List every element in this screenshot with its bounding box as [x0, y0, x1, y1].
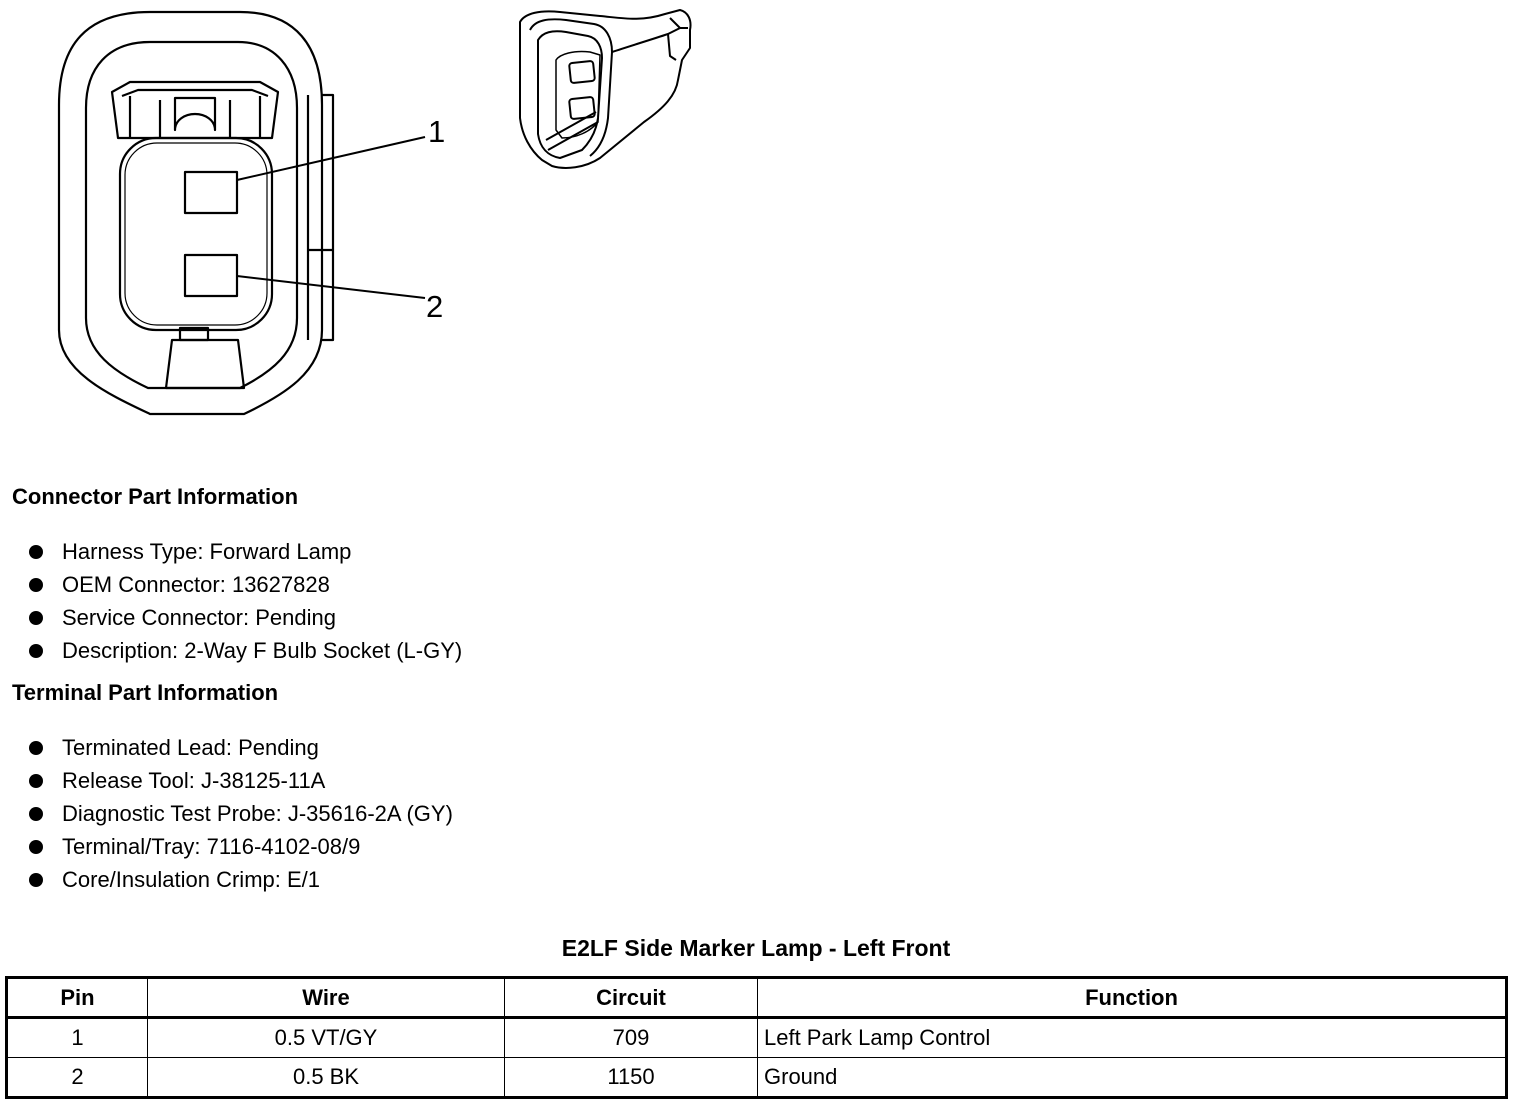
- pin-2-leader-line: [236, 275, 426, 299]
- terminal-part-info-list: Terminated Lead: Pending Release Tool: J…: [0, 731, 453, 896]
- list-item: Terminated Lead: Pending: [0, 731, 453, 764]
- table-header-row: Pin Wire Circuit Function: [6, 977, 1507, 1018]
- pin-callouts: [236, 136, 426, 299]
- pin-1-callout-label: 1: [428, 114, 445, 149]
- terminal-tray-text: Terminal/Tray: 7116-4102-08/9: [62, 834, 361, 859]
- bullet-icon: [29, 840, 43, 854]
- bullet-icon: [29, 774, 43, 788]
- pin-2-terminal: [183, 253, 239, 298]
- terminal-part-info-heading: Terminal Part Information: [12, 680, 279, 705]
- bullet-icon: [29, 545, 43, 559]
- function-cell: Ground: [757, 1057, 1507, 1098]
- list-item: Diagnostic Test Probe: J-35616-2A (GY): [0, 797, 453, 830]
- function-column-header: Function: [757, 977, 1507, 1018]
- connector-part-info-list: Harness Type: Forward Lamp OEM Connector…: [0, 535, 462, 667]
- wire-cell: 0.5 BK: [147, 1057, 505, 1098]
- bullet-icon: [29, 611, 43, 625]
- bullet-icon: [29, 873, 43, 887]
- list-item: OEM Connector: 13627828: [0, 568, 462, 601]
- perspective-pin-2: [568, 96, 596, 120]
- bullet-icon: [29, 807, 43, 821]
- wire-cell: 0.5 VT/GY: [147, 1017, 505, 1058]
- oem-connector-text: OEM Connector: 13627828: [62, 572, 330, 597]
- function-cell: Left Park Lamp Control: [757, 1017, 1507, 1058]
- connector-perspective-view: [519, 9, 692, 169]
- pin-1-leader-line: [236, 136, 426, 181]
- harness-type-text: Harness Type: Forward Lamp: [62, 539, 352, 564]
- wire-column-header: Wire: [147, 977, 505, 1018]
- crimp-text: Core/Insulation Crimp: E/1: [62, 867, 320, 892]
- connector-part-info-heading: Connector Part Information: [12, 484, 299, 509]
- circuit-cell: 709: [504, 1017, 758, 1058]
- list-item: Terminal/Tray: 7116-4102-08/9: [0, 830, 453, 863]
- circuit-column-header: Circuit: [504, 977, 758, 1018]
- pin-cell: 1: [6, 1017, 148, 1058]
- table-row: 2 0.5 BK 1150 Ground: [6, 1057, 1507, 1098]
- test-probe-text: Diagnostic Test Probe: J-35616-2A (GY): [62, 801, 453, 826]
- list-item: Description: 2-Way F Bulb Socket (L-GY): [0, 634, 462, 667]
- list-item: Service Connector: Pending: [0, 601, 462, 634]
- bullet-icon: [29, 578, 43, 592]
- pin-table-title: E2LF Side Marker Lamp - Left Front: [561, 935, 951, 961]
- connector-face-view: [57, 10, 335, 416]
- service-connector-text: Service Connector: Pending: [62, 605, 336, 630]
- pin-table: Pin Wire Circuit Function 1 0.5 VT/GY 70…: [5, 976, 1508, 1099]
- circuit-cell: 1150: [504, 1057, 758, 1098]
- list-item: Core/Insulation Crimp: E/1: [0, 863, 453, 896]
- bullet-icon: [29, 644, 43, 658]
- pin-2-callout-label: 2: [426, 289, 443, 324]
- table-row: 1 0.5 VT/GY 709 Left Park Lamp Control: [6, 1017, 1507, 1058]
- terminated-lead-text: Terminated Lead: Pending: [62, 735, 319, 760]
- list-item: Release Tool: J-38125-11A: [0, 764, 453, 797]
- description-text: Description: 2-Way F Bulb Socket (L-GY): [62, 638, 463, 663]
- perspective-pin-1: [568, 60, 596, 84]
- list-item: Harness Type: Forward Lamp: [0, 535, 462, 568]
- pin-cell: 2: [6, 1057, 148, 1098]
- pin-column-header: Pin: [6, 977, 148, 1018]
- release-tool-text: Release Tool: J-38125-11A: [62, 768, 326, 793]
- connector-drawing: 1 2: [57, 9, 692, 416]
- bullet-icon: [29, 741, 43, 755]
- pin-1-terminal: [183, 170, 239, 215]
